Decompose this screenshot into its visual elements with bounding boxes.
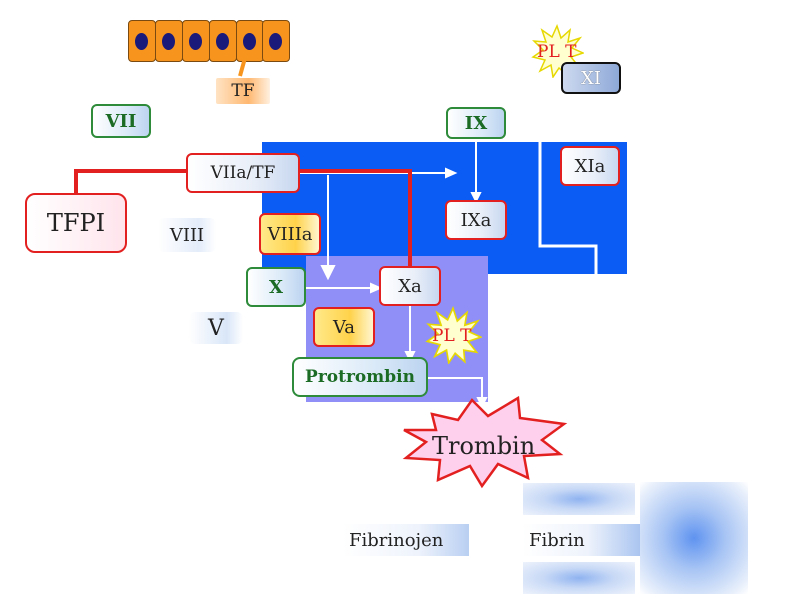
arrowhead bbox=[470, 192, 482, 204]
nucleus-icon bbox=[135, 33, 148, 50]
tf-stalk bbox=[238, 57, 247, 77]
nucleus-icon bbox=[269, 33, 282, 50]
trombin-burst-icon bbox=[402, 396, 568, 489]
factor-viiia-box: VIIIa bbox=[259, 213, 321, 255]
nucleus-icon bbox=[243, 33, 256, 50]
factor-viia-tf-box: VIIa/TF bbox=[186, 153, 300, 193]
factor-xi-box: XI bbox=[561, 62, 621, 94]
factor-viii-label: VIII bbox=[158, 218, 216, 252]
fibrin-label: Fibrin bbox=[523, 524, 641, 556]
nucleus-icon bbox=[216, 33, 229, 50]
trombin-label: Trombin bbox=[432, 432, 536, 460]
cell bbox=[182, 20, 210, 62]
nucleus-icon bbox=[189, 33, 202, 50]
fibrin-bar-top bbox=[523, 483, 635, 515]
plt-label-mid: PL T bbox=[432, 326, 472, 346]
tfpi-box: TFPI bbox=[25, 193, 127, 253]
line-xia-path bbox=[538, 142, 598, 274]
protrombin-box: Protrombin bbox=[292, 357, 428, 397]
factor-x-box: X bbox=[246, 267, 306, 307]
factor-v-label: V bbox=[189, 312, 243, 344]
factor-ixa-box: IXa bbox=[445, 200, 507, 240]
factor-va-box: Va bbox=[313, 307, 375, 347]
arrow-protrombin-to-trombin bbox=[428, 377, 483, 400]
arrowhead bbox=[476, 397, 488, 409]
cell bbox=[262, 20, 290, 62]
platelet-icon-mid bbox=[425, 306, 482, 364]
arrowhead bbox=[370, 282, 383, 294]
fibrin-bar-bottom bbox=[523, 562, 635, 594]
factor-vii-box: VII bbox=[91, 104, 151, 138]
factor-xa-box: Xa bbox=[379, 266, 441, 306]
fibrin-mesh-square bbox=[640, 482, 748, 594]
arrowhead bbox=[320, 265, 336, 281]
arrowhead bbox=[445, 167, 458, 179]
cell bbox=[128, 20, 156, 62]
factor-xia-box: XIa bbox=[560, 146, 620, 186]
factor-ix-box: IX bbox=[446, 107, 506, 139]
arrowhead bbox=[404, 351, 416, 363]
plt-label-top: PL T bbox=[537, 42, 577, 62]
nucleus-icon bbox=[162, 33, 175, 50]
cell bbox=[236, 20, 264, 62]
cell bbox=[155, 20, 183, 62]
fibrinojen-label: Fibrinojen bbox=[343, 524, 469, 556]
tf-label: TF bbox=[216, 78, 270, 104]
